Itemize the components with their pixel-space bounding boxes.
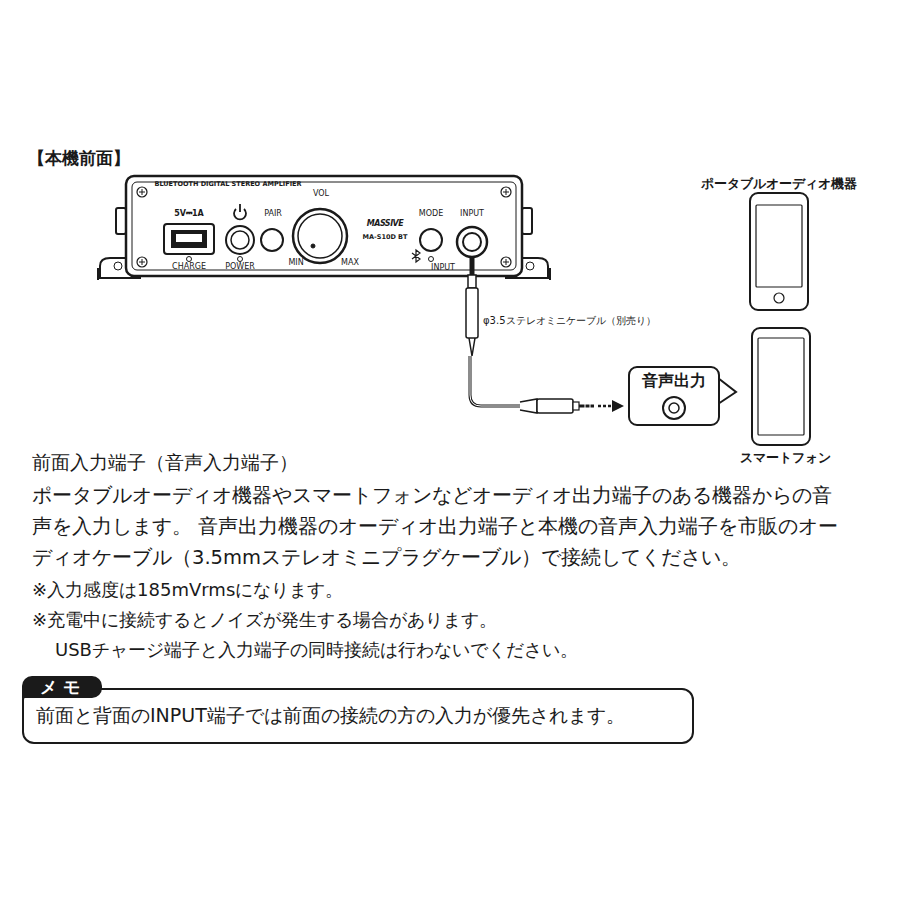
memo-box: メ モ前面と背面のINPUT端子では前面の接続の方の入力が優先されます。	[22, 688, 694, 744]
memo-text: 前面と背面のINPUT端子では前面の接続の方の入力が優先されます。	[36, 704, 625, 727]
rating-label: 5V⎓1A	[174, 209, 204, 219]
indicator-label: CHARGE	[172, 262, 206, 272]
amplifier-housing	[98, 176, 550, 280]
panel-title: BLUETOOTH DIGITAL STEREO AMPLIFIER	[154, 181, 301, 189]
device-label: ポータブルオーディオ機器	[701, 176, 857, 191]
note-text: ※充電中に接続するとノイズが発生する場合があります。	[32, 609, 497, 631]
button-label: MODE	[419, 209, 443, 219]
power-button	[226, 204, 254, 262]
smartphone	[752, 328, 810, 445]
memo-tab: メ モ	[22, 676, 102, 698]
model-name: MA-S10D BT	[363, 234, 408, 242]
jack-symbol	[659, 393, 689, 423]
stereo-mini-cable	[466, 257, 624, 413]
knob-scale: MAX	[341, 258, 359, 268]
cable-label: φ3.5ステレオミニケーブル（別売り）	[483, 315, 656, 327]
mode-button	[412, 229, 442, 262]
input-jack	[457, 227, 487, 257]
usb-port	[164, 224, 214, 262]
device-label: スマートフォン	[740, 450, 831, 465]
brand-logo: MASSIVE	[367, 219, 404, 229]
pair-button	[261, 229, 283, 251]
volume-knob	[293, 209, 347, 263]
button-label: PAIR	[264, 209, 282, 219]
bubble-tail	[718, 378, 736, 404]
page-title: 【本機前面】	[28, 148, 130, 168]
indicator-label: INPUT	[431, 263, 455, 273]
bubble-text: 音声出力	[642, 371, 706, 390]
description-text: ポータブルオーディオ機器やスマートフォンなどオーディオ出力端子のある機器からの音…	[32, 480, 844, 573]
knob-scale: MIN	[288, 258, 303, 268]
indicator-label: POWER	[225, 262, 255, 272]
section-heading: 前面入力端子（音声入力端子）	[32, 451, 298, 474]
portable-audio-device	[750, 193, 808, 310]
jack-label: INPUT	[460, 209, 484, 219]
speech-bubble: 音声出力	[628, 366, 720, 426]
knob-label: VOL	[313, 189, 329, 199]
note-text: USBチャージ端子と入力端子の同時接続は行わないでください。	[55, 639, 578, 661]
note-text: ※入力感度は185mVrmsになります。	[32, 579, 343, 601]
